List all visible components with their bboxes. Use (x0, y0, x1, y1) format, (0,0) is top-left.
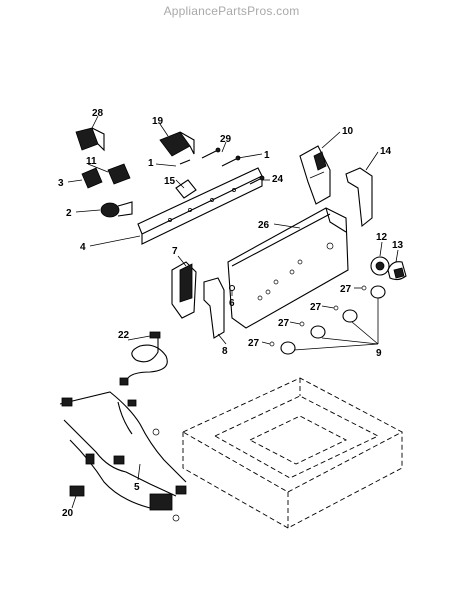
callout-12: 12 (376, 232, 388, 243)
callout-20: 20 (62, 508, 74, 519)
endcap-14 (345, 167, 373, 228)
callout-26: 26 (258, 220, 270, 231)
callout-1-left: 1 (148, 158, 154, 169)
callout-28: 28 (92, 108, 104, 119)
washer-top-outline (182, 377, 403, 529)
knob-13 (387, 261, 407, 281)
leader-lines (67, 115, 399, 509)
callout-8: 8 (222, 346, 228, 357)
callout-27-b: 27 (310, 302, 322, 313)
callout-14: 14 (380, 146, 392, 157)
screws (179, 147, 241, 167)
selector-2 (100, 201, 133, 218)
callout-10: 10 (342, 126, 354, 137)
knobs-9 (280, 285, 386, 355)
callout-27-c: 27 (278, 318, 290, 329)
callout-27-d: 27 (248, 338, 260, 349)
knob-12 (370, 256, 390, 276)
callout-4: 4 (80, 242, 86, 253)
endcap-7 (171, 261, 197, 319)
callout-22: 22 (118, 330, 130, 341)
switch-11 (107, 163, 131, 185)
callout-24: 24 (272, 174, 284, 185)
endcap-10 (299, 145, 331, 205)
callout-13: 13 (392, 240, 404, 251)
callout-9: 9 (376, 348, 382, 359)
watermark: AppliancePartsPros.com (163, 4, 300, 18)
callout-19: 19 (152, 116, 164, 127)
mounting-bracket (137, 167, 263, 245)
wire-harness-5 (59, 391, 187, 522)
switch-28 (75, 127, 105, 152)
callout-11: 11 (86, 156, 97, 167)
callout-3: 3 (58, 178, 64, 189)
callout-2: 2 (66, 208, 72, 219)
callout-6: 6 (229, 298, 235, 309)
switch-3 (81, 167, 103, 189)
callout-5: 5 (134, 482, 140, 493)
console-panel (227, 207, 349, 329)
callout-7: 7 (172, 246, 178, 257)
clips-27 (269, 285, 367, 347)
wire-harness-22 (119, 331, 168, 386)
screw-24-head (259, 175, 265, 181)
bracket-8 (203, 277, 225, 339)
callout-15: 15 (164, 176, 176, 187)
callout-29: 29 (220, 134, 232, 145)
callout-1-top: 1 (264, 150, 270, 161)
connector-20 (69, 485, 85, 497)
switch-bracket (175, 179, 197, 199)
callout-27-a: 27 (340, 284, 352, 295)
timer-19 (159, 131, 195, 157)
